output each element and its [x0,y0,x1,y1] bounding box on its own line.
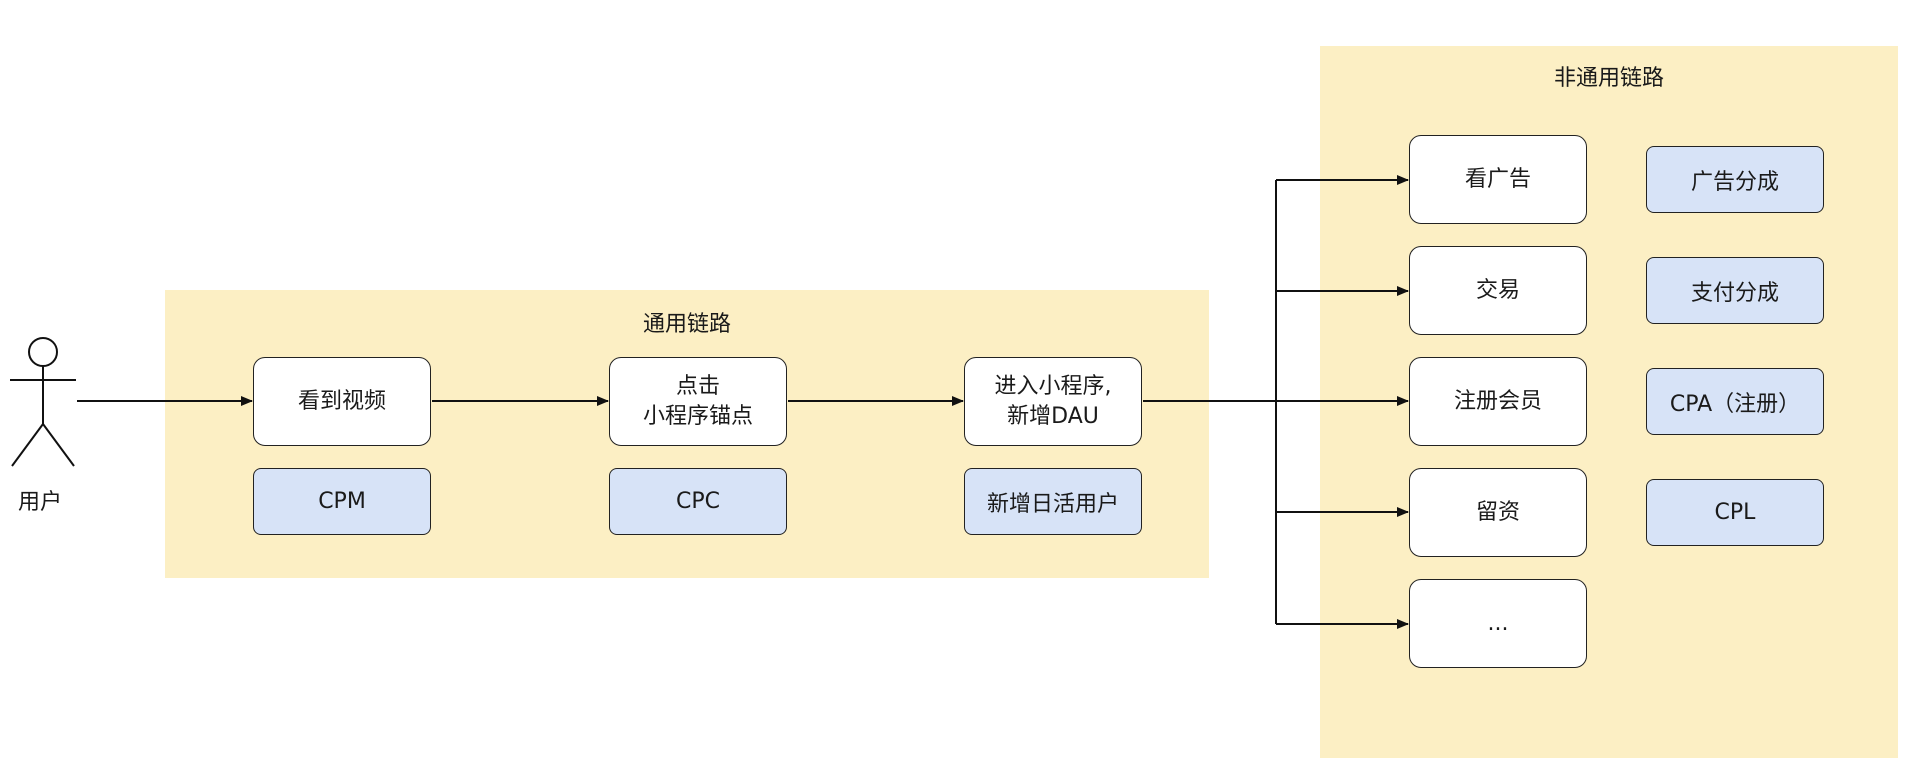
metric-cpc: CPC [609,468,787,535]
metric-new-dau: 新增日活用户 [964,468,1142,535]
metric-cpm: CPM [253,468,431,535]
step-see-video: 看到视频 [253,357,431,446]
user-actor-icon [10,337,76,467]
user-actor-label: 用户 [18,490,63,515]
branch-register-member: 注册会员 [1409,357,1587,446]
metric-ad-revenue-share: 广告分成 [1646,146,1824,213]
special-chain-title: 非通用链路 [1553,66,1664,91]
branch-leave-info: 留资 [1409,468,1587,557]
branch-transaction: 交易 [1409,246,1587,335]
general-chain-title: 通用链路 [642,312,731,337]
step-click-anchor: 点击 小程序锚点 [609,357,787,446]
metric-cpa-register: CPA（注册） [1646,368,1824,435]
step-enter-miniprogram: 进入小程序, 新增DAU [964,357,1142,446]
metric-cpl: CPL [1646,479,1824,546]
metric-payment-revenue-share: 支付分成 [1646,257,1824,324]
branch-more: ... [1409,579,1587,668]
branch-watch-ad: 看广告 [1409,135,1587,224]
